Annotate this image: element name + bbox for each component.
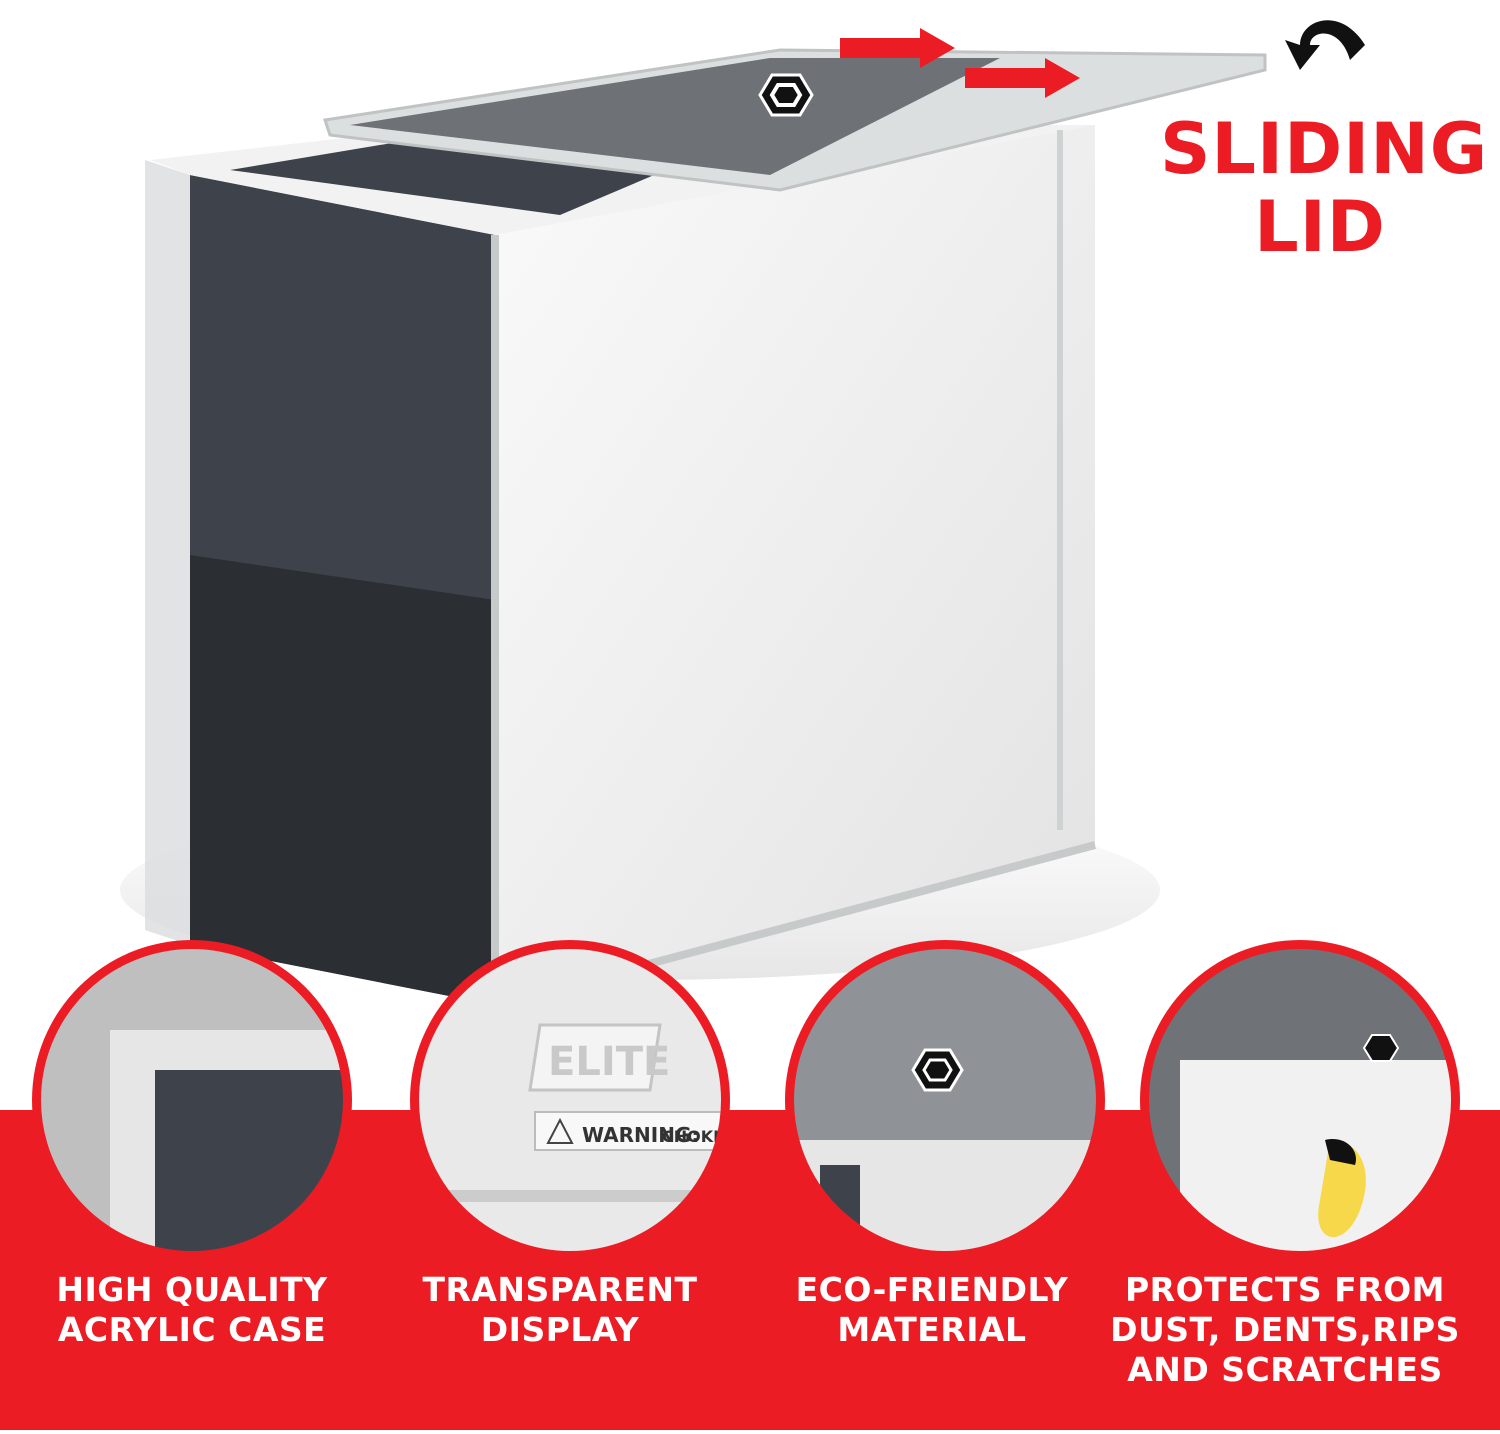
heading-line-2: LID bbox=[1254, 186, 1386, 268]
sliding-lid-heading: SLIDING LID bbox=[1160, 108, 1489, 268]
closeup-elite-label: ELITE bbox=[548, 1039, 670, 1085]
caption-line: AND SCRATCHES bbox=[1127, 1350, 1443, 1389]
caption-line: MATERIAL bbox=[837, 1310, 1027, 1349]
side-panel-lower bbox=[190, 555, 495, 1005]
closeup-acrylic bbox=[32, 940, 352, 1260]
caption-line: HIGH QUALITY bbox=[56, 1270, 328, 1309]
feature-caption-eco: ECO-FRIENDLY MATERIAL bbox=[752, 1270, 1112, 1350]
lid-dark-area bbox=[350, 58, 1000, 175]
closeup-transparent: ELITE WARNING: CHOKI bbox=[410, 940, 730, 1260]
feature-caption-acrylic: HIGH QUALITY ACRYLIC CASE bbox=[12, 1270, 372, 1350]
caption-line: DUST, DENTS,RIPS bbox=[1110, 1310, 1460, 1349]
red-arrow-icon bbox=[840, 28, 1080, 98]
feature-caption-protects: PROTECTS FROM DUST, DENTS,RIPS AND SCRAT… bbox=[1100, 1270, 1470, 1390]
closeup-warning-label: WARNING: bbox=[582, 1123, 699, 1147]
caption-line: DISPLAY bbox=[480, 1310, 640, 1349]
acrylic-edge-left bbox=[145, 160, 190, 945]
caption-line: ECO-FRIENDLY bbox=[795, 1270, 1069, 1309]
closeup-protects bbox=[1140, 940, 1460, 1260]
feature-caption-transparent: TRANSPARENT DISPLAY bbox=[380, 1270, 740, 1350]
caption-line: PROTECTS FROM bbox=[1124, 1270, 1446, 1309]
closeup-warning-cut: CHOKI bbox=[662, 1127, 719, 1146]
brand-logo-icon bbox=[758, 73, 814, 117]
caption-line: TRANSPARENT bbox=[422, 1270, 698, 1309]
curved-arrow-icon bbox=[1285, 20, 1365, 71]
heading-line-1: SLIDING bbox=[1160, 108, 1489, 190]
closeup-eco bbox=[785, 940, 1105, 1260]
caption-line: ACRYLIC CASE bbox=[57, 1310, 327, 1349]
case-front bbox=[495, 125, 1095, 1005]
